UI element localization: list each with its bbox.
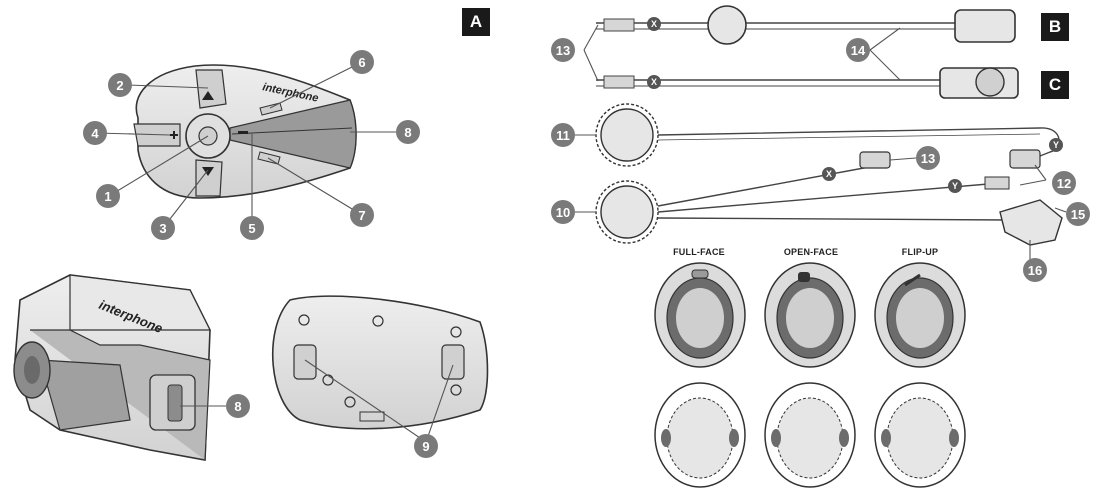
connector-tag-y-2: Y (948, 179, 962, 193)
callout-1: 1 (96, 184, 120, 208)
svg-text:2: 2 (116, 78, 123, 93)
connector-tag-x-1: X (647, 17, 661, 31)
callout-2: 2 (108, 73, 132, 97)
svg-text:X: X (651, 19, 657, 29)
svg-text:7: 7 (358, 208, 365, 223)
svg-text:3: 3 (159, 221, 166, 236)
svg-text:15: 15 (1071, 207, 1085, 222)
callout-8-front: 8 (396, 120, 420, 144)
svg-text:9: 9 (422, 439, 429, 454)
helmet-full-face-bottom (654, 382, 746, 488)
callout-5: 5 (240, 216, 264, 240)
section-label-c: C (1041, 71, 1069, 99)
section-label-a: A (462, 8, 490, 36)
svg-text:10: 10 (556, 205, 570, 220)
svg-text:13: 13 (921, 151, 935, 166)
connector-tag-x-2: X (647, 75, 661, 89)
device-back-view (272, 295, 489, 430)
callout-9: 9 (414, 434, 438, 458)
callout-13-mid: 13 (916, 146, 940, 170)
callout-11: 11 (551, 123, 575, 147)
cable-kit-c (596, 67, 1019, 99)
connector-tag-x-3: X (822, 167, 836, 181)
helmet-caption-full-face: FULL-FACE (673, 247, 725, 257)
svg-text:Y: Y (1053, 140, 1059, 150)
callout-6: 6 (350, 50, 374, 74)
callout-16: 16 (1023, 258, 1047, 282)
helmet-caption-open-face: OPEN-FACE (783, 247, 839, 257)
callout-15: 15 (1066, 202, 1090, 226)
svg-text:5: 5 (248, 221, 255, 236)
callout-14: 14 (846, 38, 870, 62)
callout-13-top: 13 (551, 38, 575, 62)
callout-12: 12 (1052, 171, 1076, 195)
device-side-view: interphone (13, 274, 211, 461)
svg-text:11: 11 (556, 128, 570, 143)
helmet-caption-flip-up: FLIP-UP (901, 247, 939, 257)
up-key (195, 69, 227, 109)
svg-text:16: 16 (1028, 263, 1042, 278)
callout-4: 4 (83, 121, 107, 145)
svg-text:X: X (826, 169, 832, 179)
section-label-b: B (1041, 13, 1069, 41)
down-key (195, 159, 223, 197)
callout-8-side: 8 (226, 394, 250, 418)
helmet-open-face-top (764, 262, 856, 368)
svg-text:8: 8 (404, 125, 411, 140)
helmet-flip-up-bottom (874, 382, 966, 488)
svg-text:6: 6 (358, 55, 365, 70)
helmet-open-face-bottom (764, 382, 856, 488)
speaker-harness (595, 103, 1063, 246)
callout-10: 10 (551, 200, 575, 224)
device-front-view: interphone (133, 64, 357, 199)
svg-text:14: 14 (851, 43, 866, 58)
helmet-full-face-top (654, 262, 746, 368)
callout-3: 3 (151, 216, 175, 240)
svg-text:1: 1 (104, 189, 111, 204)
connector-tag-y-1: Y (1049, 138, 1063, 152)
svg-text:8: 8 (234, 399, 241, 414)
helmet-grid (654, 262, 966, 488)
svg-text:X: X (651, 77, 657, 87)
svg-text:12: 12 (1057, 176, 1071, 191)
svg-text:13: 13 (556, 43, 570, 58)
svg-text:Y: Y (952, 181, 958, 191)
helmet-flip-up-top (874, 262, 966, 368)
svg-text:4: 4 (91, 126, 99, 141)
callout-7: 7 (350, 203, 374, 227)
minus-key (238, 131, 248, 134)
cable-kit-b (596, 5, 1016, 45)
